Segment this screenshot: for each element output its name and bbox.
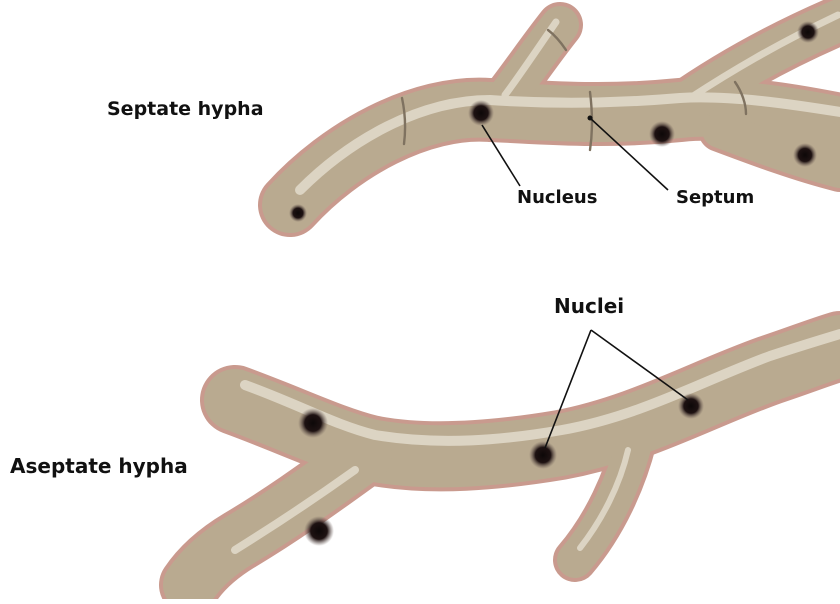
nuclei-label: Nuclei xyxy=(554,296,624,316)
nucleus-label: Nucleus xyxy=(517,189,597,207)
nucleus-dot xyxy=(289,204,307,222)
septum-label: Septum xyxy=(676,189,754,207)
nucleus-dot xyxy=(304,516,334,546)
nucleus-dot xyxy=(529,441,557,469)
nucleus-dot xyxy=(468,100,494,126)
nucleus-dot xyxy=(797,21,819,43)
septate-hypha-label: Septate hypha xyxy=(107,100,264,119)
nucleus-dot xyxy=(298,408,328,438)
nucleus-dot xyxy=(678,393,704,419)
aseptate-hypha-label: Aseptate hypha xyxy=(10,456,188,476)
aseptate-hypha xyxy=(190,330,840,585)
nucleus-dot xyxy=(793,143,817,167)
nucleus-dot xyxy=(649,121,675,147)
septum-point xyxy=(588,116,593,121)
